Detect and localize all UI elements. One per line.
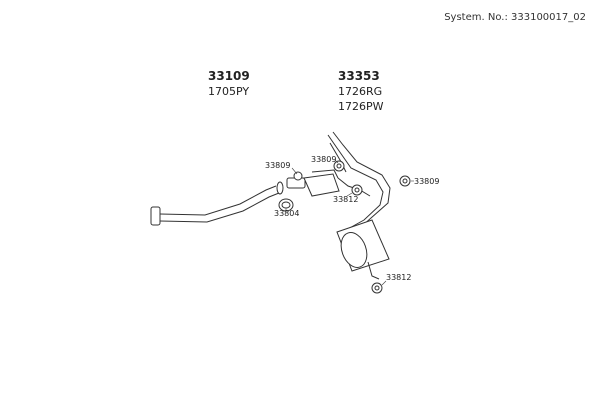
rubber-mount-33812-mid bbox=[351, 184, 363, 196]
rubber-mount-33809-mid bbox=[333, 160, 345, 172]
callout-33812-mid: 33812 bbox=[333, 195, 359, 204]
part-33109-block: 33109 1705PY bbox=[208, 69, 250, 99]
part-number: 33353 bbox=[338, 69, 380, 83]
clamp-33804 bbox=[278, 177, 306, 212]
callout-33809-mid: 33809 bbox=[311, 155, 337, 164]
part-code: 1726RG bbox=[338, 85, 383, 98]
rubber-mount-33809-left bbox=[293, 171, 303, 181]
part-code-2: 1726PW bbox=[338, 100, 384, 113]
mid-rear-pipes bbox=[327, 131, 391, 237]
part-code: 1705PY bbox=[208, 85, 250, 98]
callout-33809-left: 33809 bbox=[265, 161, 291, 170]
part-33353-block: 33353 1726RG 1726PW bbox=[338, 69, 384, 114]
rubber-mount-33809-right bbox=[399, 175, 411, 187]
center-silencer bbox=[303, 169, 340, 197]
callout-33809-right: 33809 bbox=[414, 177, 440, 186]
part-number: 33109 bbox=[208, 69, 250, 83]
rubber-mount-33812-rear bbox=[371, 282, 383, 294]
rear-silencer bbox=[336, 219, 390, 280]
leader-lines bbox=[285, 159, 414, 286]
callout-33812-rear: 33812 bbox=[386, 273, 412, 282]
front-pipe bbox=[150, 181, 284, 226]
callout-33804: 33804 bbox=[274, 209, 300, 218]
system-number: System. No.: 333100017_02 bbox=[444, 12, 586, 23]
